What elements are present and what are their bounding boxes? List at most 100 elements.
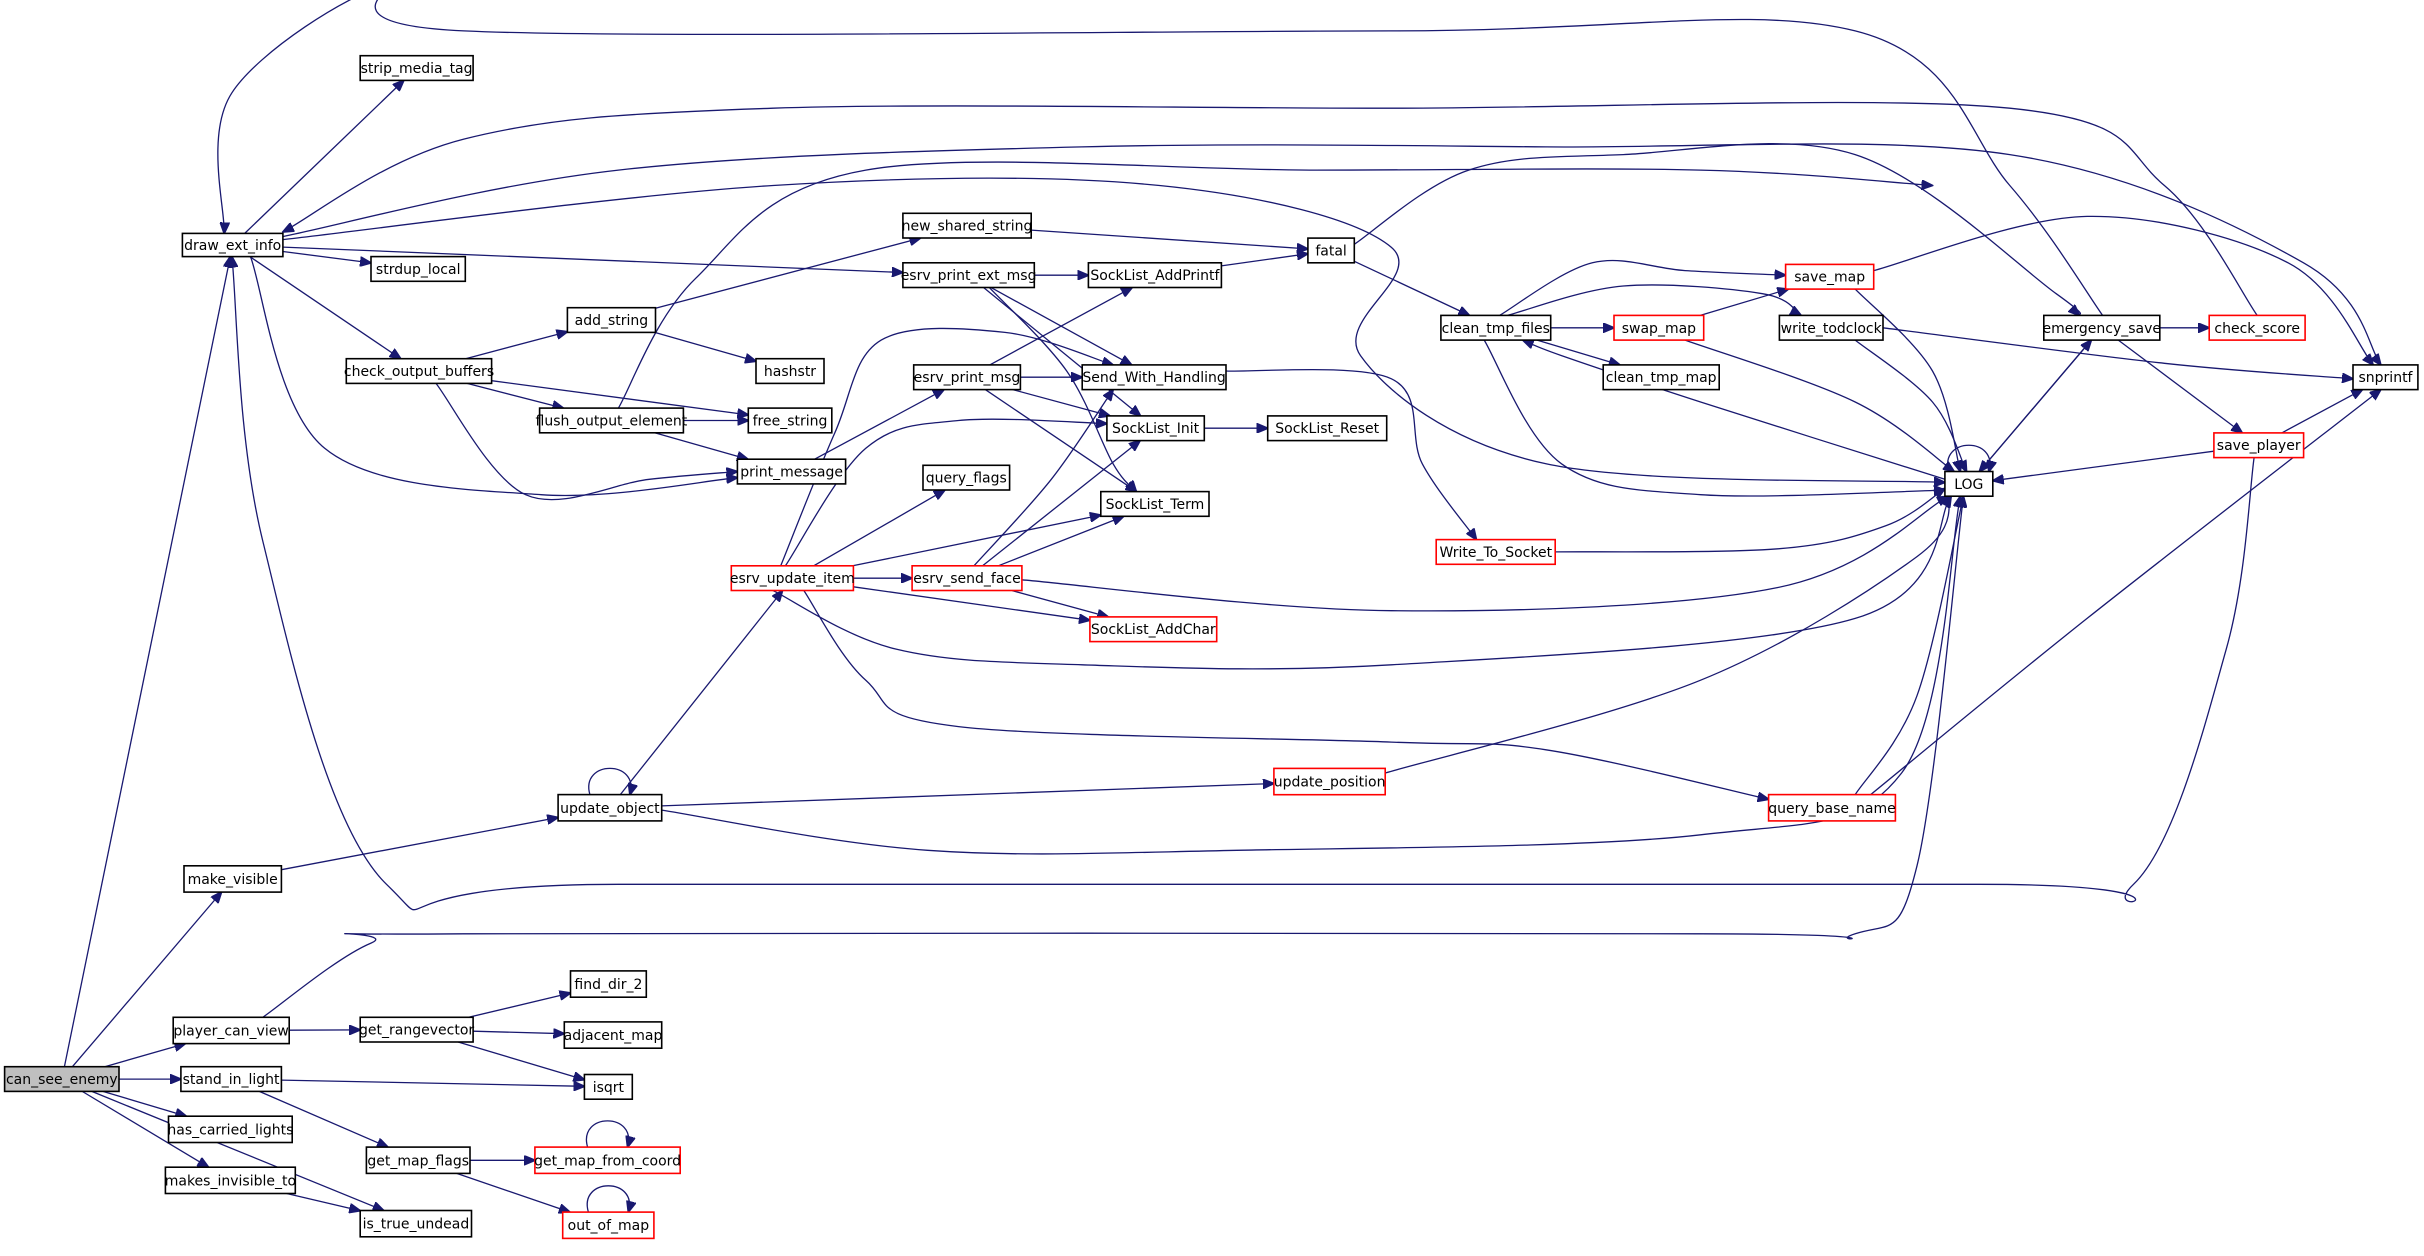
node-box[interactable] xyxy=(569,970,648,999)
node-box[interactable] xyxy=(557,793,663,822)
node-box[interactable] xyxy=(730,564,855,592)
node-SockList_AddChar[interactable]: SockList_AddChar xyxy=(1089,616,1218,643)
node-box[interactable] xyxy=(755,357,825,385)
node-box[interactable] xyxy=(365,1146,471,1175)
node-get_map_flags[interactable]: get_map_flags xyxy=(365,1146,471,1175)
node-draw_ext_info[interactable]: draw_ext_info xyxy=(181,232,284,258)
node-save_player[interactable]: save_player xyxy=(2213,432,2305,459)
node-clean_tmp_files[interactable]: clean_tmp_files xyxy=(1440,314,1552,341)
node-box[interactable] xyxy=(1087,261,1223,289)
node-SockList_Init[interactable]: SockList_Init xyxy=(1106,415,1206,442)
node-check_score[interactable]: check_score xyxy=(2208,314,2306,341)
node-Write_To_Socket[interactable]: Write_To_Socket xyxy=(1435,538,1556,566)
node-add_string[interactable]: add_string xyxy=(566,306,657,334)
node-box[interactable] xyxy=(1602,364,1720,391)
node-box[interactable] xyxy=(538,407,685,434)
node-box[interactable] xyxy=(912,364,1022,391)
node-box[interactable] xyxy=(1440,314,1552,341)
node-box[interactable] xyxy=(1307,237,1356,264)
node-swap_map[interactable]: swap_map xyxy=(1613,314,1705,341)
node-box[interactable] xyxy=(1784,263,1875,290)
node-box[interactable] xyxy=(1106,415,1206,442)
node-is_true_undead[interactable]: is_true_undead xyxy=(359,1209,473,1238)
node-emergency_save[interactable]: emergency_save xyxy=(2043,314,2162,341)
node-find_dir_2[interactable]: find_dir_2 xyxy=(569,970,648,999)
node-box[interactable] xyxy=(1273,767,1387,796)
node-box[interactable] xyxy=(1613,314,1705,341)
node-flush_output_element[interactable]: flush_output_element xyxy=(536,407,688,434)
node-Send_With_Handling[interactable]: Send_With_Handling xyxy=(1081,364,1227,391)
node-box[interactable] xyxy=(359,1016,474,1043)
node-check_output_buffers[interactable]: check_output_buffers xyxy=(344,357,494,385)
node-box[interactable] xyxy=(922,464,1011,491)
node-makes_invisible_to[interactable]: makes_invisible_to xyxy=(164,1166,297,1195)
node-box[interactable] xyxy=(563,1021,663,1050)
node-clean_tmp_map[interactable]: clean_tmp_map xyxy=(1602,364,1720,391)
node-strdup_local[interactable]: strdup_local xyxy=(370,255,467,283)
node-box[interactable] xyxy=(534,1146,682,1175)
node-update_object[interactable]: update_object xyxy=(557,793,663,822)
node-esrv_print_msg[interactable]: esrv_print_msg xyxy=(912,364,1022,391)
node-box[interactable] xyxy=(1435,538,1556,566)
node-box[interactable] xyxy=(359,54,474,82)
node-fatal[interactable]: fatal xyxy=(1307,237,1356,264)
node-SockList_Term[interactable]: SockList_Term xyxy=(1100,490,1210,518)
node-strip_media_tag[interactable]: strip_media_tag xyxy=(359,54,474,82)
node-box[interactable] xyxy=(566,306,657,334)
node-make_visible[interactable]: make_visible xyxy=(183,864,283,893)
node-box[interactable] xyxy=(736,458,847,485)
node-box[interactable] xyxy=(183,864,283,893)
node-box[interactable] xyxy=(747,407,833,434)
node-box[interactable] xyxy=(359,1209,473,1238)
node-update_position[interactable]: update_position xyxy=(1273,767,1387,796)
node-box[interactable] xyxy=(1767,793,1897,822)
node-esrv_update_item[interactable]: esrv_update_item xyxy=(730,564,855,592)
node-box[interactable] xyxy=(181,232,284,258)
node-adjacent_map[interactable]: adjacent_map xyxy=(563,1021,663,1050)
node-box[interactable] xyxy=(2043,314,2161,341)
node-box[interactable] xyxy=(1100,490,1210,518)
node-isqrt[interactable]: isqrt xyxy=(583,1073,634,1101)
node-has_carried_lights[interactable]: has_carried_lights xyxy=(167,1115,293,1144)
node-box[interactable] xyxy=(172,1016,290,1045)
node-new_shared_string[interactable]: new_shared_string xyxy=(902,212,1033,239)
node-box[interactable] xyxy=(3,1065,120,1093)
node-box[interactable] xyxy=(1089,616,1218,643)
node-box[interactable] xyxy=(902,212,1033,239)
node-box[interactable] xyxy=(345,357,493,385)
node-free_string[interactable]: free_string xyxy=(747,407,833,434)
node-box[interactable] xyxy=(1266,415,1388,442)
node-save_map[interactable]: save_map xyxy=(1784,263,1875,290)
node-box[interactable] xyxy=(1944,470,1994,498)
node-can_see_enemy[interactable]: can_see_enemy xyxy=(3,1065,120,1093)
node-box[interactable] xyxy=(2352,364,2419,391)
node-snprintf[interactable]: snprintf xyxy=(2352,364,2419,391)
node-box[interactable] xyxy=(1778,314,1884,341)
node-query_flags[interactable]: query_flags xyxy=(922,464,1011,491)
node-print_message[interactable]: print_message xyxy=(736,458,847,485)
node-box[interactable] xyxy=(164,1166,297,1195)
node-LOG[interactable]: LOG xyxy=(1944,470,1994,498)
node-box[interactable] xyxy=(2208,314,2306,341)
node-get_rangevector[interactable]: get_rangevector xyxy=(359,1016,474,1043)
node-get_map_from_coord[interactable]: get_map_from_coord xyxy=(534,1146,682,1175)
node-box[interactable] xyxy=(911,564,1023,592)
node-write_todclock[interactable]: write_todclock xyxy=(1778,314,1884,341)
node-SockList_Reset[interactable]: SockList_Reset xyxy=(1266,415,1388,442)
node-box[interactable] xyxy=(1081,364,1227,391)
node-box[interactable] xyxy=(167,1115,293,1144)
node-SockList_AddPrintf[interactable]: SockList_AddPrintf xyxy=(1087,261,1223,289)
node-box[interactable] xyxy=(370,255,467,283)
node-box[interactable] xyxy=(180,1065,283,1093)
node-box[interactable] xyxy=(583,1073,634,1101)
node-hashstr[interactable]: hashstr xyxy=(755,357,825,385)
node-esrv_print_ext_msg[interactable]: esrv_print_ext_msg xyxy=(901,261,1037,289)
node-out_of_map[interactable]: out_of_map xyxy=(561,1211,655,1240)
node-query_base_name[interactable]: query_base_name xyxy=(1767,793,1897,822)
node-box[interactable] xyxy=(902,261,1036,289)
node-esrv_send_face[interactable]: esrv_send_face xyxy=(911,564,1023,592)
node-box[interactable] xyxy=(561,1211,655,1240)
node-player_can_view[interactable]: player_can_view xyxy=(172,1016,290,1045)
node-box[interactable] xyxy=(2213,432,2305,459)
node-stand_in_light[interactable]: stand_in_light xyxy=(180,1065,283,1093)
